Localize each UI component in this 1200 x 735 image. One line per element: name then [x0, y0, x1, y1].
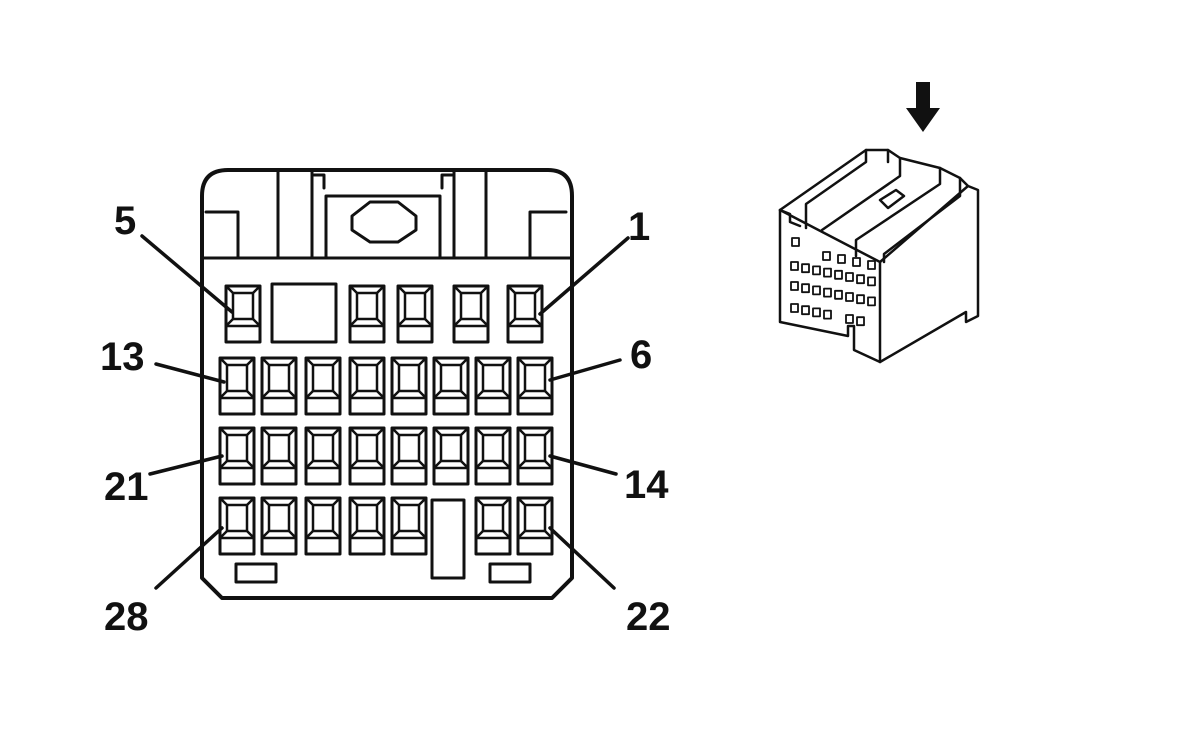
- cavity-pin-27: [260, 496, 298, 556]
- bottom-tab-left: [234, 562, 278, 584]
- leader-pin-1: [538, 236, 630, 316]
- iso-cavity-21: [790, 303, 799, 313]
- leader-pin-28: [154, 526, 224, 590]
- cavity-pin-12: [260, 356, 298, 416]
- latch-tabs: [312, 173, 454, 190]
- connector-isometric-view: [778, 82, 980, 364]
- cavity-pin-17: [390, 426, 428, 486]
- latch-channel: [310, 170, 456, 260]
- pin-label-5: 5: [114, 199, 136, 243]
- iso-cavity-23: [812, 307, 821, 318]
- iso-right-face: [878, 184, 980, 364]
- cavity-pin-13: [218, 356, 256, 416]
- leader-pin-6: [548, 358, 622, 382]
- connector-housing: [200, 168, 574, 600]
- iso-latch-lock: [878, 188, 906, 210]
- iso-cavity-17: [834, 289, 843, 300]
- iso-right-rail: [882, 176, 962, 264]
- cavity-pin-22: [516, 496, 554, 556]
- row4-center-gap: [430, 498, 466, 580]
- cavity-pin-19: [304, 426, 342, 486]
- leader-pin-13: [154, 362, 226, 384]
- cavity-pin-28: [218, 496, 256, 556]
- iso-latch-left: [804, 148, 890, 230]
- pin-label-21: 21: [104, 465, 149, 509]
- cavity-pin-11: [304, 356, 342, 416]
- cavity-pin-14: [516, 426, 554, 486]
- iso-cavity-24: [823, 309, 832, 320]
- iso-cavity-11: [856, 274, 865, 285]
- pin-label-13: 13: [100, 335, 145, 379]
- iso-cavity-2: [837, 254, 846, 264]
- latch-lock: [350, 200, 418, 244]
- cavity-pin-21: [218, 426, 256, 486]
- leader-pin-22: [548, 526, 616, 590]
- iso-cavity-19: [856, 294, 865, 305]
- cavity-pin-20: [260, 426, 298, 486]
- iso-cavity-22: [801, 305, 810, 316]
- iso-cavity-4: [867, 260, 876, 270]
- cavity-pin-24: [390, 496, 428, 556]
- iso-cavity-16: [823, 287, 832, 298]
- left-ear: [200, 210, 240, 260]
- cavity-pin-2: [452, 284, 490, 344]
- iso-cavity-3: [852, 257, 861, 267]
- iso-cavity-10: [845, 272, 854, 282]
- iso-front-face: [778, 208, 882, 364]
- pin-row-3: [218, 426, 554, 486]
- iso-cavity-15: [812, 285, 821, 296]
- cavity-pin-26: [304, 496, 342, 556]
- leader-lines: [140, 234, 630, 590]
- cavity-pin-25: [348, 496, 386, 556]
- iso-cavity-8: [823, 267, 832, 278]
- cavity-pin-6: [516, 356, 554, 416]
- cavity-pin-1: [506, 284, 544, 344]
- pin-row-4: [218, 496, 554, 556]
- cavity-pin-3: [396, 284, 434, 344]
- cavity-pin-7: [474, 356, 512, 416]
- connector-face-view: 5 1 13 6 21 14 28 22: [100, 168, 671, 639]
- iso-cavity-12: [867, 276, 876, 287]
- iso-cavity-7: [812, 265, 821, 276]
- latch-rails: [276, 168, 488, 260]
- pin-label-1: 1: [628, 205, 650, 249]
- iso-cavity-0: [791, 237, 800, 247]
- leader-pin-14: [548, 454, 618, 476]
- pin-label-22: 22: [626, 595, 671, 639]
- cavity-pin-4: [348, 284, 386, 344]
- cavity-pin-5: [224, 284, 262, 344]
- iso-cavity-6: [801, 263, 810, 274]
- bottom-tab-right: [488, 562, 532, 584]
- cavity-pin-15: [474, 426, 512, 486]
- iso-cavity-25: [845, 314, 854, 324]
- iso-left-ear: [778, 208, 802, 228]
- iso-cavity-14: [801, 283, 810, 294]
- right-ear: [528, 210, 574, 260]
- iso-cavity-26: [856, 316, 865, 327]
- cavity-pin-10: [348, 356, 386, 416]
- iso-latch-rails: [820, 156, 942, 258]
- pin-label-14: 14: [624, 463, 669, 507]
- pin-label-6: 6: [630, 333, 652, 377]
- leader-pin-5: [140, 234, 234, 314]
- pin-label-28: 28: [104, 595, 149, 639]
- iso-cavity-20: [867, 296, 876, 307]
- iso-cavity-grid: [790, 237, 876, 327]
- leader-pin-21: [148, 454, 224, 476]
- cavity-pin-18: [348, 426, 386, 486]
- cavity-pin-8: [432, 356, 470, 416]
- iso-cavity-9: [834, 269, 843, 280]
- down-arrow-icon: [906, 82, 940, 132]
- cavity-pin-9: [390, 356, 428, 416]
- blank-key: [270, 282, 338, 344]
- cavity-pin-23: [474, 496, 512, 556]
- iso-cavity-18: [845, 292, 854, 302]
- cavity-pin-16: [432, 426, 470, 486]
- pin-row-2: [218, 356, 554, 416]
- iso-cavity-13: [790, 281, 799, 291]
- iso-cavity-5: [790, 261, 799, 271]
- iso-cavity-1: [822, 251, 831, 261]
